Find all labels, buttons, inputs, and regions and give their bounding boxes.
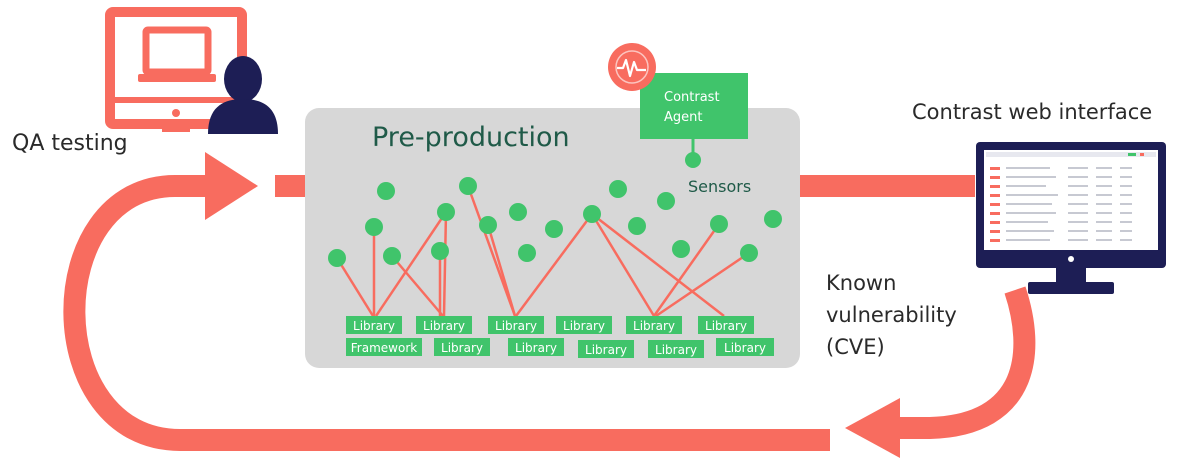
web-interface-label: Contrast web interface [912,100,1152,124]
right-down-path [895,286,1036,439]
svg-text:Library: Library [353,319,395,333]
contrast-agent-box [640,73,748,139]
library-badge: Library [416,316,472,334]
library-badge: Library [626,316,682,334]
svg-text:Library: Library [633,319,675,333]
feedback-loop [63,175,1036,451]
framework-badge: Framework [346,338,422,356]
svg-text:Library: Library [655,343,697,357]
loop-path [63,175,830,451]
qa-testing-label: QA testing [12,131,128,156]
dependency-nodes [328,177,782,267]
pre-production-title: Pre-production [372,122,570,153]
pulse-icon [608,43,656,91]
svg-text:vulnerability: vulnerability [826,303,957,327]
svg-text:Library: Library [585,343,627,357]
libraries-row-2: Framework Library Library Library Librar… [346,338,774,358]
library-badge: Library [508,338,564,356]
arrow-right-head [205,152,258,220]
svg-text:Contrast: Contrast [664,90,720,105]
svg-text:Library: Library [705,319,747,333]
web-monitor-icon [976,142,1166,294]
library-badge: Library [578,340,634,358]
known-vulnerability-label: Known vulnerability (CVE) [826,271,957,359]
library-badge: Library [698,316,754,334]
library-badge: Library [434,338,490,356]
library-badge: Library [648,340,704,358]
svg-text:Library: Library [423,319,465,333]
svg-text:Library: Library [563,319,605,333]
person-icon [208,56,278,134]
svg-text:(CVE): (CVE) [826,335,885,359]
svg-text:Library: Library [515,341,557,355]
library-badge: Library [716,338,774,356]
svg-text:Library: Library [724,341,766,355]
svg-text:Framework: Framework [351,341,417,355]
svg-text:Known: Known [826,271,896,295]
svg-text:Library: Library [441,341,483,355]
dependency-lines [335,185,750,318]
sensors-label: Sensors [688,177,751,196]
qa-station [105,7,278,134]
svg-text:Agent: Agent [664,110,702,125]
svg-text:Library: Library [495,319,537,333]
arrow-left-head [845,398,900,458]
sensor-node [685,152,701,168]
contrast-agent: Contrast Agent [608,43,748,168]
library-badge: Library [556,316,612,334]
library-badge: Library [346,316,402,334]
libraries-row-1: Library Library Library Library Library … [346,316,754,334]
library-badge: Library [488,316,544,334]
